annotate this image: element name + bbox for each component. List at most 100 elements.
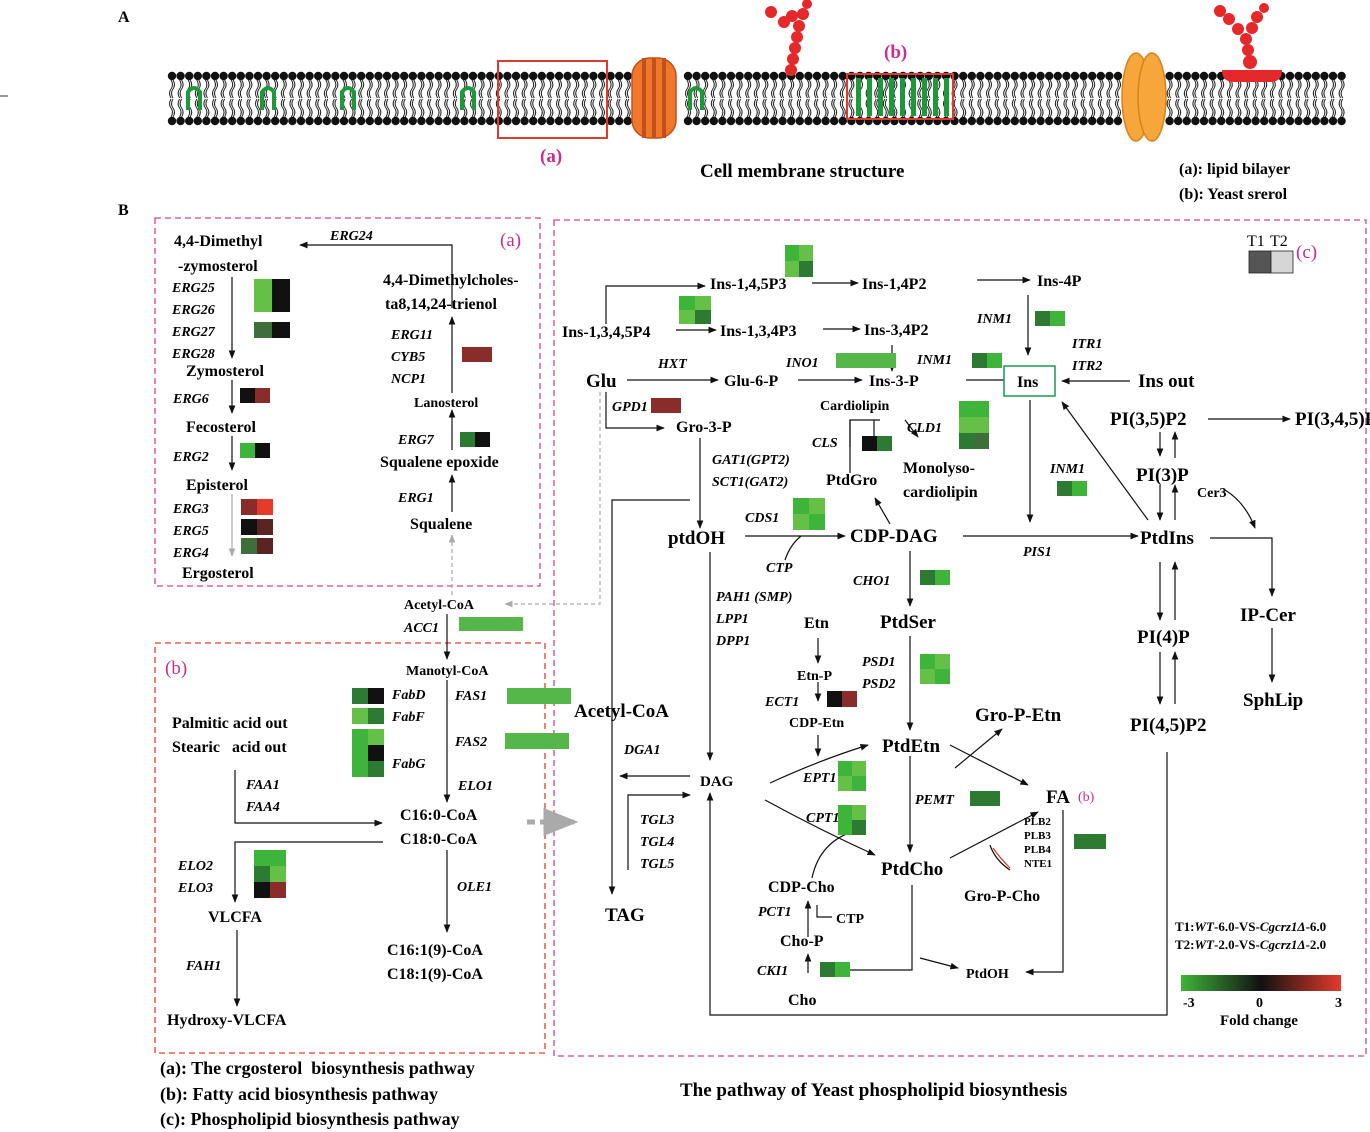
heat-pemt [970, 791, 1000, 806]
t1-t2-key: T1 T2 [1247, 233, 1294, 274]
gene-erg5: ERG5 [172, 524, 209, 539]
node-ins-134p3: Ins-1,3,4P3 [720, 323, 796, 340]
node-tag: TAG [605, 905, 645, 926]
heatmap-boxes [240, 245, 1106, 977]
node-c160-coa: C16:0-CoA [400, 807, 478, 824]
node-dimethyl-zymosterol-1: 4,4-Dimethyl [174, 233, 263, 250]
gene-fah1: FAH1 [185, 959, 221, 974]
phospholipid-tag: (c) [1296, 242, 1317, 263]
gene-elo3: ELO3 [177, 881, 213, 896]
node-fecosterol: Fecosterol [186, 419, 256, 436]
panel-a-label: A [118, 9, 130, 26]
heat-gpd1 [651, 398, 681, 413]
heat-cds1 [793, 498, 825, 530]
gene-psd2: PSD2 [862, 677, 895, 692]
node-ins: Ins [1017, 374, 1038, 391]
heat-inm1a [1035, 311, 1065, 326]
gene-ncp1: NCP1 [390, 372, 426, 387]
node-ptdetn: PtdEtn [882, 736, 941, 757]
node-acetyl-coa-fa: Acetyl-CoA [404, 598, 475, 613]
node-sphlip: SphLip [1243, 690, 1303, 711]
node-etn: Etn [804, 615, 829, 632]
heat-acc1 [459, 617, 523, 631]
node-lanosterol: Lanosterol [414, 396, 478, 411]
node-dimethylcholes-2: ta8,14,24-trienol [385, 296, 498, 313]
heat-elo2 [254, 850, 286, 898]
heat-fabf [352, 708, 384, 724]
panel-b-frames [154, 217, 1367, 1057]
gene-inm1-c: INM1 [1049, 462, 1085, 477]
node-monolyso-2: cardiolipin [903, 484, 978, 501]
heat-fas2 [505, 733, 569, 749]
gene-elo2: ELO2 [177, 859, 213, 874]
gene-sct1: SCT1(GAT2) [712, 475, 788, 490]
node-ptdins: PtdIns [1140, 528, 1194, 549]
node-palmitic: Palmitic acid out [172, 715, 288, 732]
node-cer3: Cer3 [1197, 486, 1227, 501]
colorbar: -3 0 3 Fold change [1181, 975, 1342, 1029]
ins-box [1003, 365, 1056, 397]
gene-plb4: PLB4 [1024, 844, 1051, 856]
gene-itr2: ITR2 [1071, 359, 1102, 374]
node-cho-p: Cho-P [780, 933, 824, 950]
channel-protein-right [1121, 52, 1167, 142]
gene-erg1: ERG1 [397, 491, 434, 506]
ergosterol-pathway: 4,4-Dimethyl -zymosterol 4,4-Dimethylcho… [171, 229, 519, 582]
gene-gpd1: GPD1 [612, 400, 648, 415]
node-pi345p3: PI(3,4,5)P3 [1295, 409, 1370, 430]
legend-a-line1: (a): lipid bilayer [1179, 161, 1290, 178]
colorbar-min: -3 [1183, 996, 1195, 1011]
glycoprotein-left [765, 0, 812, 76]
panel-a: A (a) (b) Cell mem [0, 0, 1346, 203]
gene-erg26: ERG26 [171, 303, 215, 318]
glycoprotein-right [1214, 3, 1282, 82]
node-ergosterol: Ergosterol [182, 565, 254, 582]
gene-erg4: ERG4 [172, 546, 209, 561]
heat-plb [1074, 834, 1106, 849]
legend-b-line3: (c): Phospholipid biosynthesis pathway [160, 1109, 460, 1130]
gene-erg2: ERG2 [172, 450, 209, 465]
gene-cho1: CHO1 [853, 574, 890, 589]
node-ins-3-p: Ins-3-P [869, 373, 919, 390]
gene-dga1: DGA1 [623, 743, 661, 758]
heat-erg6 [240, 388, 270, 403]
comparison-t2: T2:WT-2.0-VS-Cgcrz1Δ-2.0 [1175, 937, 1326, 952]
ergosterol-frame [154, 217, 541, 587]
t1-label: T1 [1247, 233, 1265, 250]
gene-cpt1: CPT1 [806, 811, 839, 826]
node-zymosterol: Zymosterol [186, 363, 264, 380]
node-fa: FA [1046, 787, 1070, 808]
gene-gat1: GAT1(GPT2) [712, 453, 790, 468]
t1-swatch [1248, 250, 1272, 274]
gene-erg28: ERG28 [171, 347, 215, 362]
gene-cls: CLS [812, 436, 838, 451]
node-cdp-dag: CDP-DAG [850, 526, 938, 547]
node-c180-coa: C18:0-CoA [400, 831, 478, 848]
heat-erg3 [241, 499, 273, 515]
gene-cki1: CKI1 [757, 964, 788, 979]
heat-psd1 [920, 654, 950, 684]
node-glu: Glu [586, 371, 617, 392]
fattyacid-pathway: Acetyl-CoA ACC1 Manotyl-CoA FabD FabF Fa… [167, 598, 493, 1029]
node-pi35p2: PI(3,5)P2 [1110, 409, 1187, 430]
node-squalene: Squalene [410, 516, 472, 533]
node-vlcfa: VLCFA [208, 909, 262, 926]
node-dimethyl-zymosterol-2: -zymosterol [178, 258, 258, 275]
gene-plb3: PLB3 [1024, 830, 1051, 842]
gene-ept1: EPT1 [802, 771, 836, 786]
gene-fabd: FabD [391, 688, 425, 703]
gene-ect1: ECT1 [764, 695, 799, 710]
gene-tgl5: TGL5 [640, 857, 674, 872]
t2-label: T2 [1270, 233, 1288, 250]
heat-cho1 [920, 570, 950, 585]
fattyacid-tag: (b) [165, 658, 187, 679]
node-pi3p: PI(3)P [1136, 465, 1189, 486]
gene-lpp1: LPP1 [715, 612, 749, 627]
heat-fas1 [507, 688, 571, 704]
membrane-title: Cell membrane structure [700, 161, 904, 182]
gene-pah1: PAH1 (SMP) [716, 590, 792, 605]
sterol-highlight-box [846, 73, 954, 120]
gene-faa1: FAA1 [245, 778, 280, 793]
heat-erg11 [462, 347, 492, 362]
